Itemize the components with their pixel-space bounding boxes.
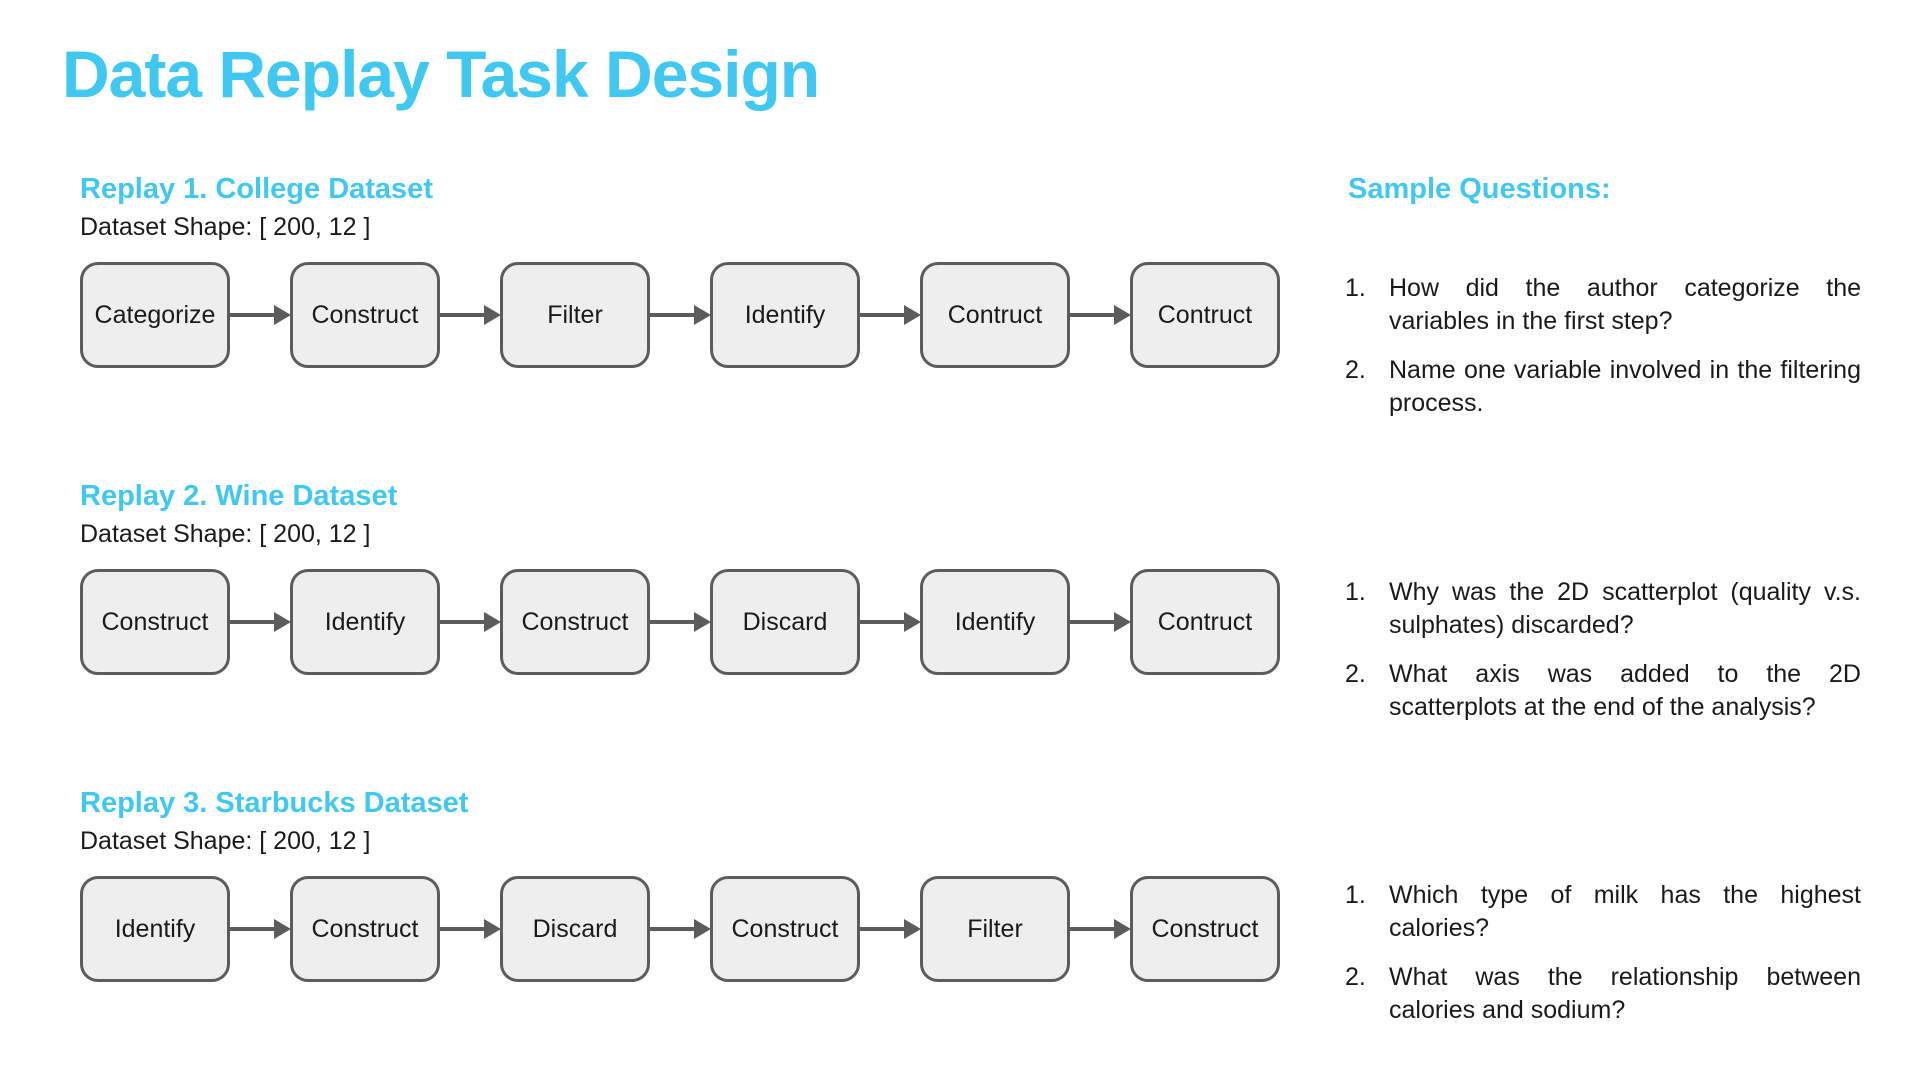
section-2-flow-row: Construct Identify Construct Discard Ide… [80,569,1350,675]
arrow-shaft [440,620,486,624]
question-text: Why was the 2D scatterplot (quality v.s.… [1389,578,1861,639]
question-number: 2. [1345,660,1366,688]
section-1-dataset-shape: Dataset Shape: [ 200, 12 ] [80,213,371,241]
arrow-shaft [230,927,276,931]
flow-step-box: Filter [920,876,1070,982]
flow-step-box: Contruct [920,262,1070,368]
question-number: 1. [1345,274,1366,302]
section-3-dataset-shape: Dataset Shape: [ 200, 12 ] [80,827,371,855]
arrow-shaft [1070,927,1116,931]
question-number: 2. [1345,356,1366,384]
arrow-head-icon [484,919,501,939]
arrow-shaft [230,620,276,624]
flow-step-box: Contruct [1130,262,1280,368]
question-item: 2. What was the relationship between cal… [1345,961,1861,1027]
flow-arrow-icon [860,876,921,982]
flow-arrow-icon [650,262,711,368]
section-replay-2: Replay 2. Wine Dataset Dataset Shape: [ … [80,479,1350,675]
flow-arrow-icon [1070,876,1131,982]
question-item: 2. Name one variable involved in the fil… [1345,354,1861,420]
section-1-flow-row: Categorize Construct Filter Identify Con… [80,262,1350,368]
question-group-replay-2: 1. Why was the 2D scatterplot (quality v… [1345,576,1861,740]
arrow-head-icon [694,612,711,632]
flow-step-box: Identify [710,262,860,368]
arrow-shaft [650,313,696,317]
arrow-head-icon [274,919,291,939]
flow-step-box: Construct [1130,876,1280,982]
flow-arrow-icon [230,569,291,675]
arrow-head-icon [484,612,501,632]
flow-arrow-icon [860,262,921,368]
flow-arrow-icon [860,569,921,675]
arrow-shaft [650,927,696,931]
flow-step-box: Contruct [1130,569,1280,675]
arrow-head-icon [694,919,711,939]
question-item: 1. How did the author categorize the var… [1345,272,1861,338]
question-text: How did the author categorize the variab… [1389,274,1861,335]
section-replay-1: Replay 1. College Dataset Dataset Shape:… [80,172,1350,368]
arrow-head-icon [274,612,291,632]
flow-arrow-icon [1070,262,1131,368]
question-item: 2. What axis was added to the 2D scatter… [1345,658,1861,724]
question-text: What axis was added to the 2D scatterplo… [1389,660,1861,721]
question-number: 1. [1345,881,1366,909]
arrow-shaft [860,313,906,317]
question-text: Name one variable involved in the filter… [1389,356,1861,417]
question-item: 1. Which type of milk has the highest ca… [1345,879,1861,945]
flow-step-box: Construct [710,876,860,982]
flow-step-box: Construct [500,569,650,675]
section-1-header: Replay 1. College Dataset [80,173,433,205]
arrow-head-icon [904,612,921,632]
arrow-head-icon [904,919,921,939]
arrow-shaft [230,313,276,317]
flow-arrow-icon [1070,569,1131,675]
arrow-head-icon [1114,919,1131,939]
question-text: Which type of milk has the highest calor… [1389,881,1861,942]
flow-step-box: Identify [920,569,1070,675]
flow-step-box: Identify [80,876,230,982]
page-title: Data Replay Task Design [62,37,820,111]
arrow-head-icon [1114,612,1131,632]
flow-step-box: Filter [500,262,650,368]
arrow-head-icon [1114,305,1131,325]
arrow-shaft [650,620,696,624]
arrow-shaft [1070,313,1116,317]
question-text: What was the relationship between calori… [1389,963,1861,1024]
flow-step-box: Construct [290,876,440,982]
question-item: 1. Why was the 2D scatterplot (quality v… [1345,576,1861,642]
section-2-dataset-shape: Dataset Shape: [ 200, 12 ] [80,520,371,548]
question-group-replay-3: 1. Which type of milk has the highest ca… [1345,879,1861,1043]
arrow-shaft [860,927,906,931]
arrow-head-icon [904,305,921,325]
flow-step-box: Identify [290,569,440,675]
flow-arrow-icon [230,262,291,368]
flow-arrow-icon [230,876,291,982]
arrow-head-icon [694,305,711,325]
arrow-shaft [1070,620,1116,624]
flow-step-box: Categorize [80,262,230,368]
section-replay-3: Replay 3. Starbucks Dataset Dataset Shap… [80,786,1350,982]
flow-arrow-icon [650,569,711,675]
flow-arrow-icon [440,569,501,675]
flow-step-box: Construct [80,569,230,675]
arrow-head-icon [274,305,291,325]
question-group-replay-1: 1. How did the author categorize the var… [1345,272,1861,436]
flow-step-box: Discard [500,876,650,982]
sample-questions-header: Sample Questions: [1348,173,1611,205]
arrow-shaft [440,313,486,317]
flow-arrow-icon [650,876,711,982]
flow-step-box: Discard [710,569,860,675]
flow-arrow-icon [440,262,501,368]
arrow-shaft [860,620,906,624]
arrow-shaft [440,927,486,931]
flow-step-box: Construct [290,262,440,368]
flow-arrow-icon [440,876,501,982]
question-number: 2. [1345,963,1366,991]
section-3-flow-row: Identify Construct Discard Construct Fil… [80,876,1350,982]
section-2-header: Replay 2. Wine Dataset [80,480,398,512]
question-number: 1. [1345,578,1366,606]
section-3-header: Replay 3. Starbucks Dataset [80,787,469,819]
arrow-head-icon [484,305,501,325]
